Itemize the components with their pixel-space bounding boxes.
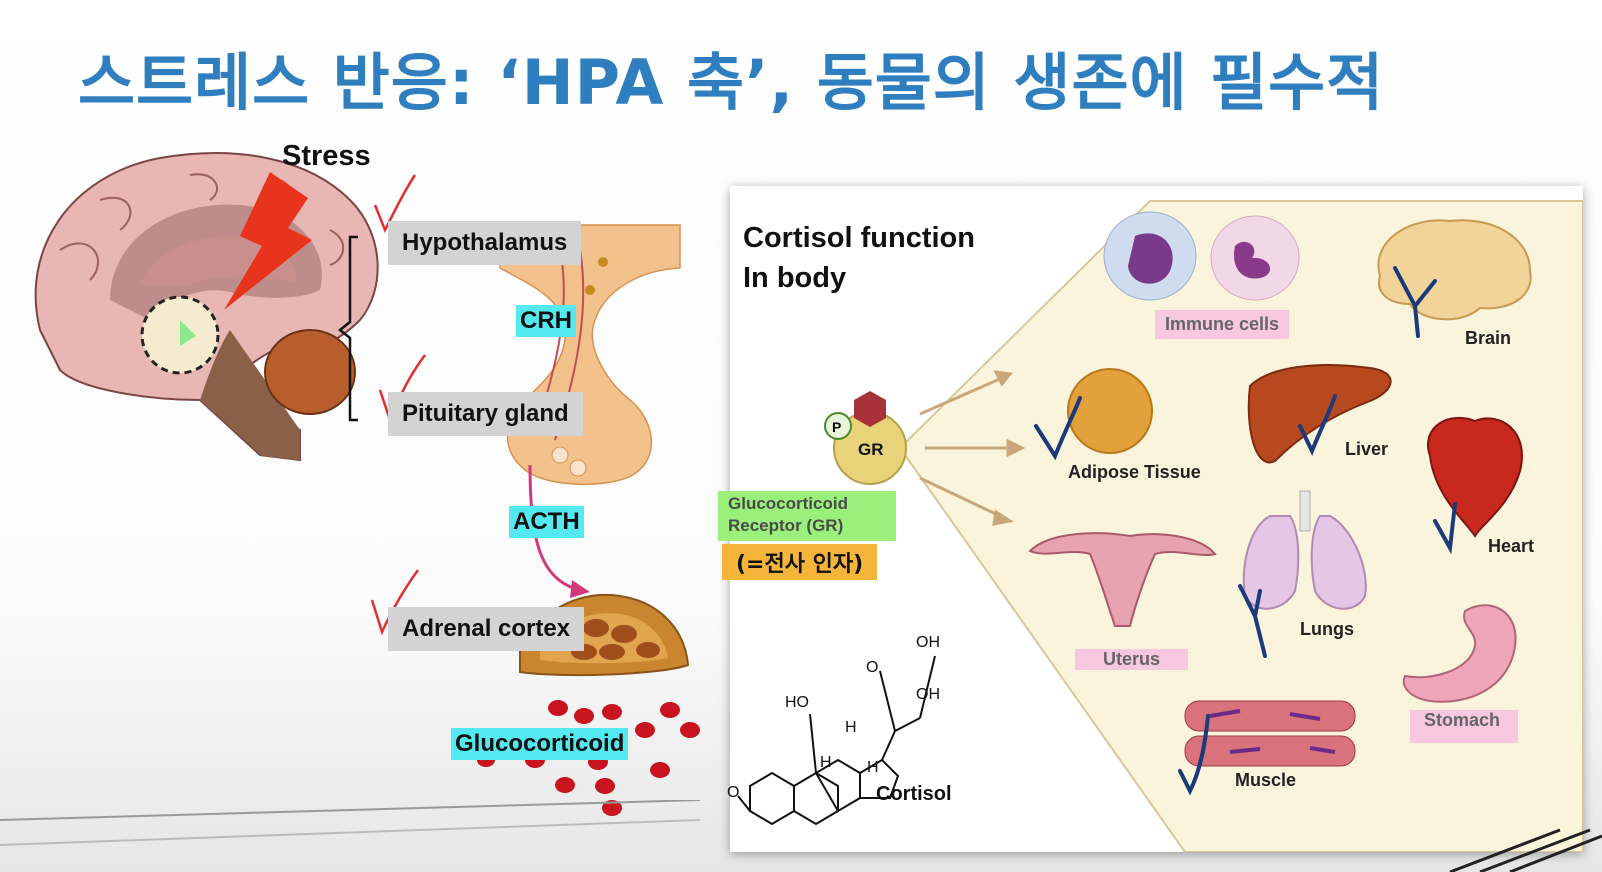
bracket	[337, 235, 358, 422]
hpa-illustration	[34, 152, 700, 816]
check-mark-icon	[1034, 396, 1082, 461]
acth-label: ACTH	[509, 506, 584, 538]
cortisol-o-ring: O	[727, 784, 740, 801]
check-mark-icon	[1393, 266, 1437, 338]
liver-label: Liver	[1345, 439, 1389, 459]
ligand-hexagon-icon	[854, 391, 886, 427]
cortisol-oh-side: OH	[916, 686, 940, 703]
receptor-highlight	[718, 491, 896, 541]
cortisol-ho: HO	[785, 694, 809, 711]
immune-cells-label: Immune cells	[1155, 310, 1290, 339]
adipose-label: Adipose Tissue	[1068, 462, 1201, 482]
heart-icon	[1427, 416, 1523, 538]
hypothalamus-label: Hypothalamus	[388, 221, 582, 265]
check-mark-icon	[370, 569, 420, 636]
cortisol-h2: H	[820, 754, 832, 771]
check-mark-icon	[1298, 394, 1337, 456]
check-mark-icon	[1433, 502, 1457, 555]
gr-label: GR	[858, 440, 884, 459]
phosphate-label: P	[832, 419, 842, 435]
check-mark-icon	[1178, 714, 1210, 796]
stomach-label: Stomach	[1410, 710, 1519, 743]
panel-heading-line1: Cortisol function	[743, 222, 975, 254]
lungs-icon	[1242, 515, 1367, 610]
cortisol-name: Cortisol	[876, 783, 952, 805]
check-mark-icon	[1238, 584, 1267, 658]
lungs-label: Lungs	[1300, 619, 1354, 639]
cortisol-oh-top: OH	[916, 634, 940, 651]
transcription-factor-note: (=전사 인자)	[722, 544, 878, 580]
acth-arrowhead	[570, 580, 590, 598]
stomach-icon	[1402, 604, 1517, 703]
acth-arrow	[528, 464, 581, 592]
cortisol-function-panel: Cortisol function In body P GR Glucocort…	[718, 186, 1583, 852]
cortisol-h3: H	[867, 759, 879, 776]
muscle-label: Muscle	[1235, 770, 1297, 790]
heart-label: Heart	[1488, 536, 1535, 556]
cortisol-h1: H	[845, 719, 857, 736]
panel-heading-line2: In body	[743, 262, 847, 294]
brain-label: Brain	[1465, 328, 1512, 348]
receptor-label-line1: Glucocorticoid	[728, 494, 848, 513]
cortisol-o-ketone: O	[866, 659, 879, 676]
uterus-label: Uterus	[1075, 649, 1189, 670]
stress-label: Stress	[282, 140, 371, 172]
uterus-icon	[1028, 532, 1217, 627]
muscle-icon	[1184, 700, 1356, 767]
brain-sagittal-image	[34, 152, 379, 462]
background-decoration	[0, 800, 1602, 872]
crh-label: CRH	[516, 305, 576, 337]
pituitary-label: Pituitary gland	[388, 392, 583, 436]
panel-graphics	[737, 200, 1583, 852]
adipose-tissue-icon	[1067, 368, 1153, 454]
cortisol-structure-icon	[737, 655, 936, 826]
slide-title: 스트레스 반응: ‘HPA 축’, 동물의 생존에 필수적	[78, 46, 1385, 119]
check-mark-icon	[373, 174, 417, 234]
adrenal-cortex-label: Adrenal cortex	[388, 607, 585, 651]
brain-icon	[1377, 219, 1532, 321]
liver-icon	[1247, 364, 1392, 464]
phosphate-icon	[824, 412, 852, 440]
lightning-bolt-icon	[224, 172, 312, 310]
glucocorticoid-label: Glucocorticoid	[451, 728, 629, 760]
receptor-label-line2: Receptor (GR)	[728, 516, 844, 535]
